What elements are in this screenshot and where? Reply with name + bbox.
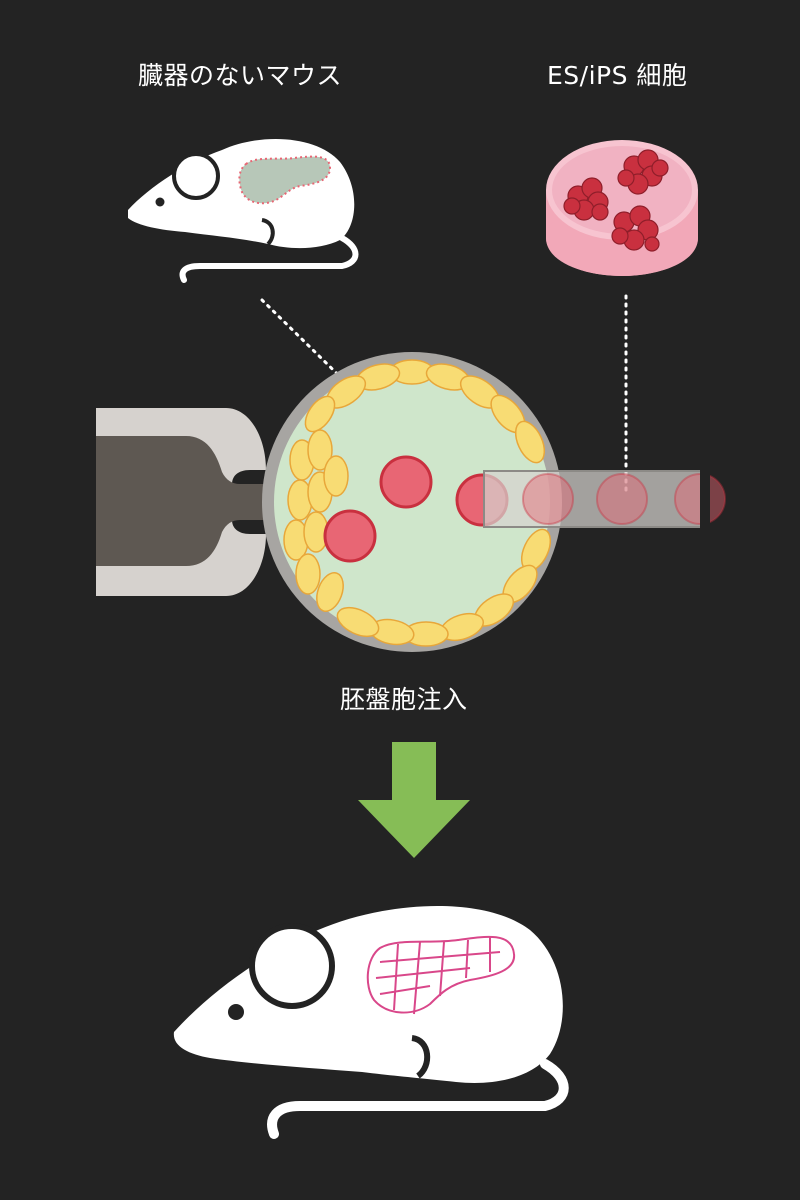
- injection-label: 胚盤胞注入: [340, 685, 468, 714]
- cell-colony: [563, 177, 609, 221]
- petri-dish-icon: [546, 140, 698, 276]
- stem-cells-label: ES/iPS 細胞: [547, 61, 688, 90]
- trophoblast-layer: [283, 359, 552, 647]
- organless-mouse-label: 臓器のないマウス: [138, 61, 343, 90]
- mouse-organless-icon: [128, 138, 359, 283]
- cell-colony: [611, 205, 660, 252]
- injected-cell: [323, 509, 377, 563]
- down-arrow-icon: [358, 742, 470, 858]
- mouse-with-pancreas-icon: [173, 905, 569, 1139]
- holding-pipette-icon: [96, 408, 266, 596]
- injected-cell: [379, 455, 433, 509]
- connector-line-left: [260, 298, 370, 406]
- pancreas-icon: [366, 935, 516, 1015]
- cell-colony: [617, 149, 669, 195]
- injection-needle-icon: [483, 469, 726, 529]
